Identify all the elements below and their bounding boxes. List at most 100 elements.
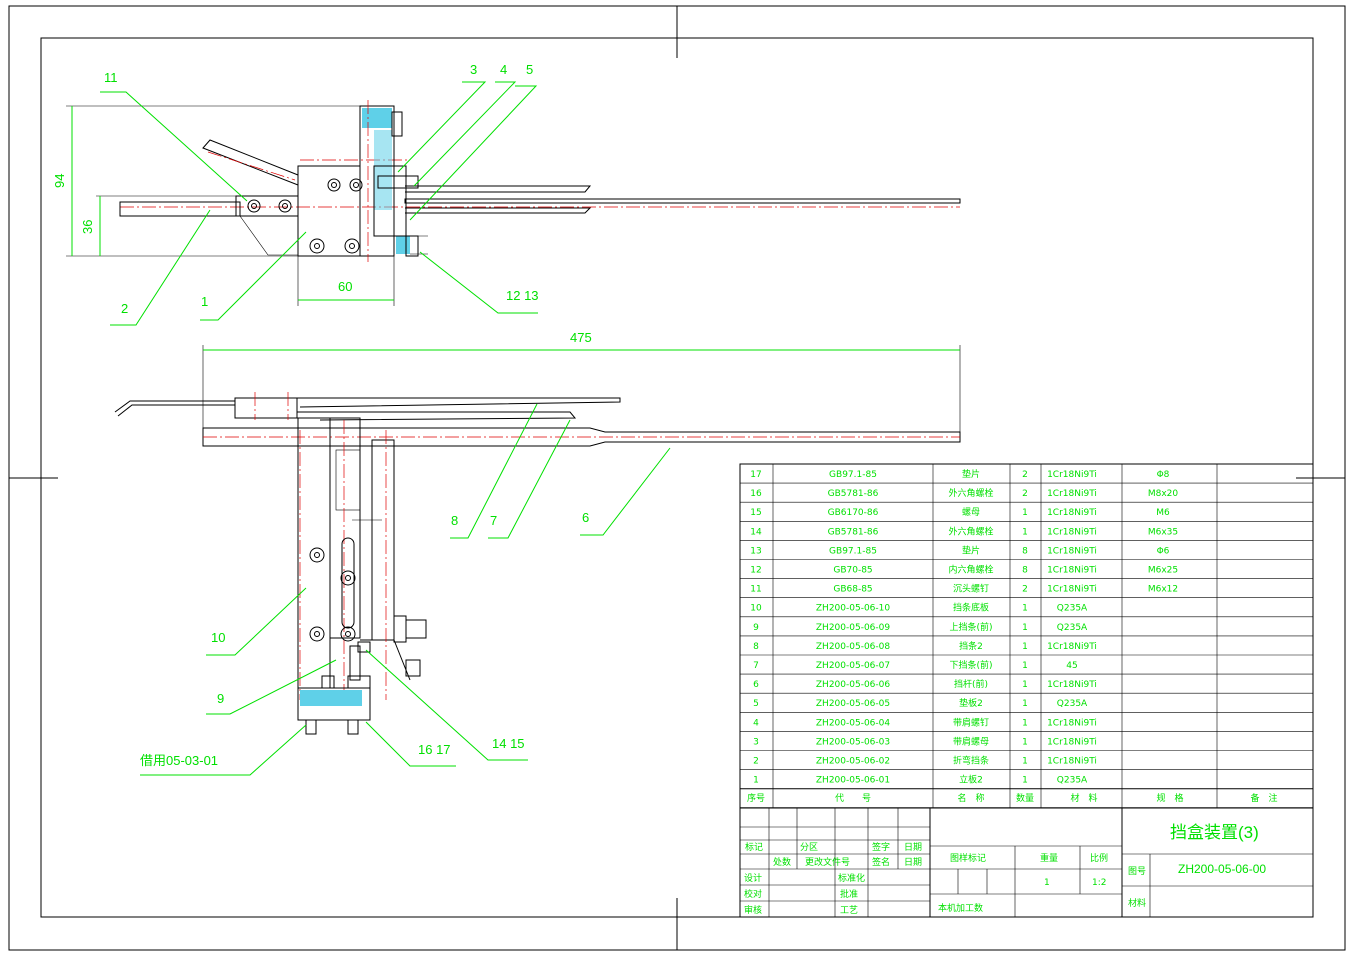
bom-cell-code: GB70-85 <box>833 566 872 576</box>
bom-cell-name: 挡条2 <box>959 640 983 652</box>
bom-cell-material: 45 <box>1066 661 1077 671</box>
bom-header-qty: 数量 <box>1016 792 1034 804</box>
bom-cell-material: 1Cr18Ni9Ti <box>1047 737 1097 747</box>
bom-cell-no: 14 <box>750 527 762 537</box>
bom-cell-code: ZH200-05-06-01 <box>816 776 890 786</box>
bom-cell-qty: 1 <box>1022 642 1028 652</box>
title-block-sign2: 签名 <box>872 856 890 868</box>
drawing-title: 挡盒装置(3) <box>1170 823 1259 842</box>
bottom-view: 475 <box>114 330 961 735</box>
dim-475-label: 475 <box>570 330 592 345</box>
bom-cell-name: 下挡条(前) <box>949 659 992 671</box>
drawing-number: ZH200-05-06-00 <box>1178 862 1266 876</box>
bom-cell-qty: 1 <box>1022 623 1028 633</box>
title-block-count: 处数 <box>773 856 791 868</box>
bom-cell-material: Q235A <box>1057 604 1088 614</box>
bom-cell-qty: 2 <box>1022 585 1028 595</box>
bom-cell-name: 上挡条(前) <box>949 621 992 633</box>
dim-36-label: 36 <box>80 220 95 234</box>
bom-cell-code: ZH200-05-06-05 <box>816 699 890 709</box>
bom-cell-code: ZH200-05-06-03 <box>816 737 890 747</box>
bom-header-spec: 规 格 <box>1156 792 1183 804</box>
bom-cell-spec: M8x20 <box>1148 489 1179 499</box>
callouts-top: 11 3 4 5 2 1 12 13 <box>100 62 539 326</box>
bom-cell-qty: 1 <box>1022 699 1028 709</box>
bom-cell-qty: 1 <box>1022 527 1028 537</box>
title-block-zone: 分区 <box>800 842 818 853</box>
bom-cell-name: 带肩螺母 <box>953 735 989 747</box>
bom-cell-no: 6 <box>753 680 759 690</box>
bom-cell-name: 外六角螺栓 <box>948 525 993 537</box>
bom-cell-material: 1Cr18Ni9Ti <box>1047 585 1097 595</box>
bom-cell-no: 16 <box>750 489 762 499</box>
bom-cell-qty: 2 <box>1022 489 1028 499</box>
bom-cell-name: 垫片 <box>962 468 980 480</box>
bom-cell-material: 1Cr18Ni9Ti <box>1047 470 1097 480</box>
dimension-60: 60 <box>297 256 395 306</box>
title-block-design: 设计 <box>744 872 762 884</box>
bom-header-code: 代 号 <box>835 793 871 804</box>
bom-cell-qty: 1 <box>1022 604 1028 614</box>
callout-8: 8 <box>451 513 458 528</box>
bom-cell-qty: 1 <box>1022 661 1028 671</box>
bom-cell-code: ZH200-05-06-10 <box>816 604 890 614</box>
bom-cell-name: 立板2 <box>959 774 983 786</box>
callout-14-15: 14 15 <box>492 736 525 751</box>
bom-cell-material: 1Cr18Ni9Ti <box>1047 489 1097 499</box>
bom-cell-name: 垫板2 <box>959 697 983 709</box>
title-block-check: 校对 <box>744 888 762 900</box>
bom-cell-code: GB6170-86 <box>828 508 879 518</box>
bom-cell-code: ZH200-05-06-08 <box>816 642 890 652</box>
bom-cell-name: 挡杆(前) <box>954 678 988 690</box>
title-block-scale: 比例 <box>1090 852 1108 864</box>
callout-5: 5 <box>526 62 533 77</box>
bom-cell-spec: M6x25 <box>1148 566 1178 576</box>
bom-cell-qty: 2 <box>1022 470 1028 480</box>
callout-3: 3 <box>470 62 477 77</box>
callout-4: 4 <box>500 62 507 77</box>
bom-cell-spec: M6x12 <box>1148 585 1178 595</box>
callout-9: 9 <box>217 691 224 706</box>
material-label: 材料 <box>1128 897 1146 909</box>
bom-cell-no: 11 <box>750 585 761 595</box>
bom-cell-no: 2 <box>753 757 759 767</box>
title-block-doc-no: 更改文件号 <box>805 856 850 868</box>
bom-cell-name: 外六角螺栓 <box>948 487 993 499</box>
callout-1: 1 <box>201 294 208 309</box>
bom-cell-code: ZH200-05-06-09 <box>816 623 890 633</box>
bom-header-remark: 备 注 <box>1250 792 1277 804</box>
bom-cell-no: 1 <box>753 776 759 786</box>
bom-table <box>739 463 1314 809</box>
dim-60-label: 60 <box>338 279 352 294</box>
bom-cell-material: 1Cr18Ni9Ti <box>1047 680 1097 690</box>
bom-cell-spec: M6x35 <box>1148 527 1178 537</box>
bom-cell-no: 8 <box>753 642 759 652</box>
bom-cell-code: GB97.1-85 <box>829 546 877 556</box>
callout-2: 2 <box>121 301 128 316</box>
bom-header-material: 材 料 <box>1070 792 1097 804</box>
dim-94-label: 94 <box>52 174 67 188</box>
bom-cell-name: 折弯挡条 <box>953 755 989 767</box>
bom-cell-name: 垫片 <box>962 544 980 556</box>
callout-7: 7 <box>490 513 497 528</box>
bom-cell-code: ZH200-05-06-04 <box>816 718 890 728</box>
bom-cell-code: ZH200-05-06-07 <box>816 661 890 671</box>
title-block-standard: 标准化 <box>838 872 865 884</box>
title-block-machining: 本机加工数 <box>938 902 983 914</box>
bom-cell-no: 7 <box>753 661 759 671</box>
bom-cell-code: GB5781-86 <box>828 527 879 537</box>
bom-cell-material: 1Cr18Ni9Ti <box>1047 546 1097 556</box>
bom-cell-name: 沉头螺钉 <box>953 584 989 595</box>
bom-cell-no: 9 <box>753 623 759 633</box>
